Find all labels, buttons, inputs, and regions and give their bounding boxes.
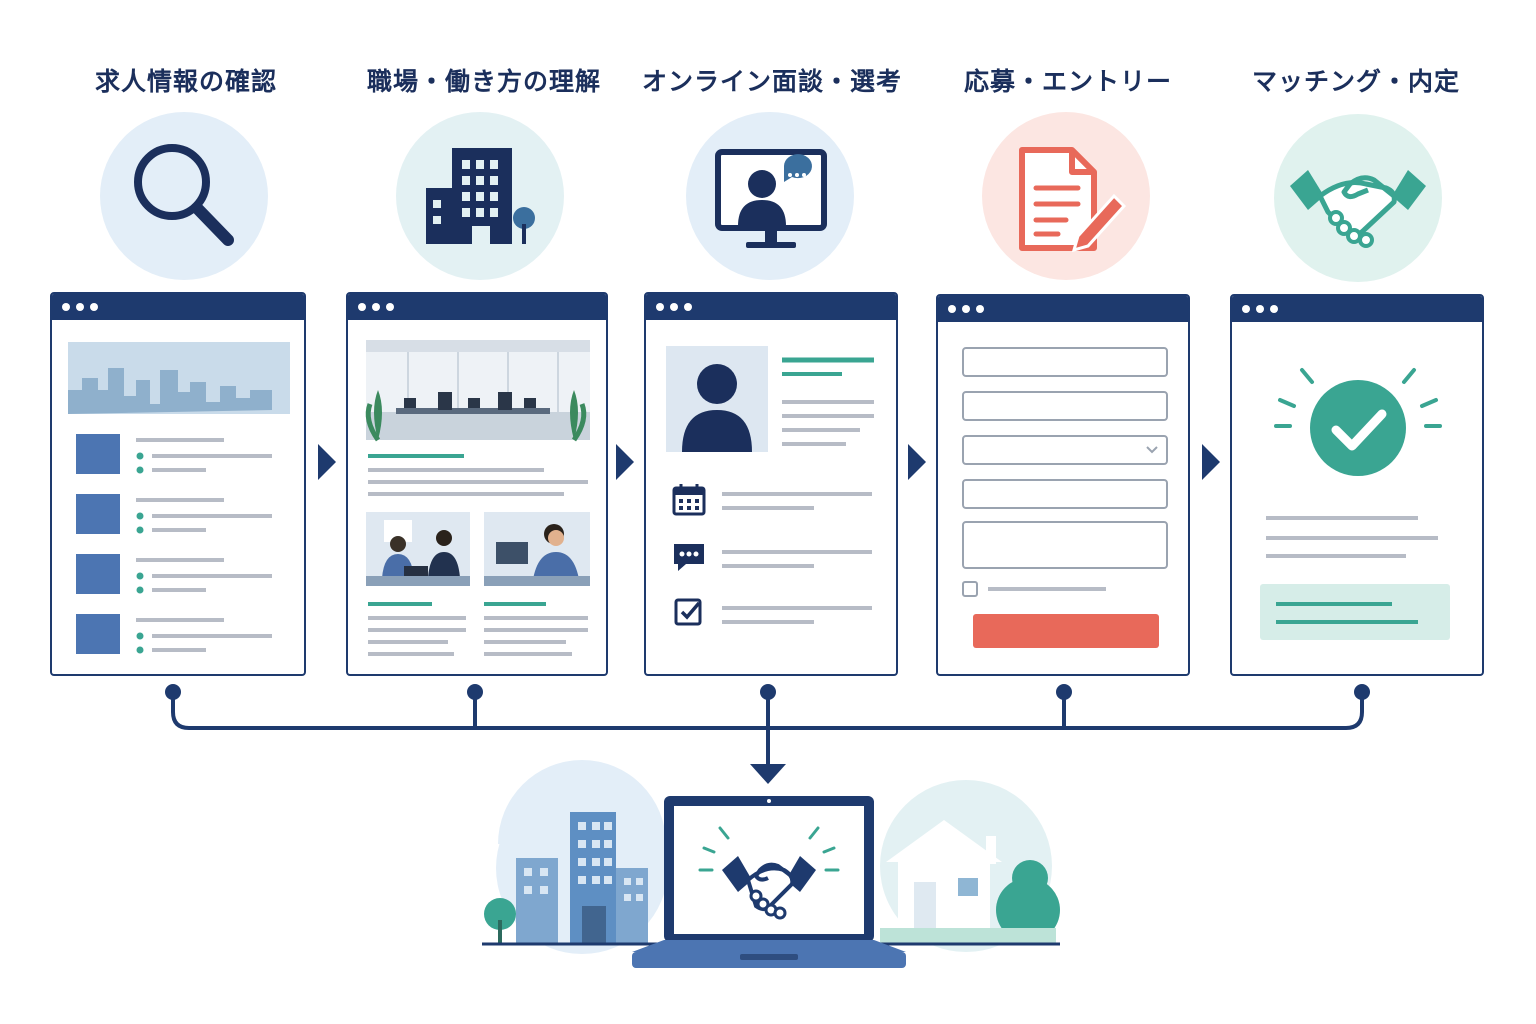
search-icon	[100, 112, 268, 280]
step-title-1: 求人情報の確認	[94, 67, 277, 96]
step-title-5: マッチング・内定	[1251, 67, 1460, 96]
window-title-bar	[938, 296, 1188, 322]
down-arrow	[750, 764, 786, 784]
calendar-icon	[672, 484, 706, 516]
flow-arrow-4	[1202, 444, 1220, 480]
window-title-bar	[52, 294, 304, 320]
chat-bubble-icon	[674, 544, 704, 571]
laptop-handshake-illustration	[632, 796, 906, 968]
step-title-2: 職場・働き方の理解	[366, 67, 601, 96]
document-pen-icon	[982, 112, 1150, 280]
flow-arrow-1	[318, 444, 336, 480]
workplace-window	[346, 292, 608, 676]
house-illustration	[876, 780, 1060, 952]
connector-lines	[171, 692, 1364, 768]
office-building-icon	[396, 112, 564, 280]
flow-arrow-3	[908, 444, 926, 480]
window-title-bar	[348, 294, 606, 320]
flow-arrow-2	[616, 444, 634, 480]
city-illustration	[482, 760, 680, 954]
window-title-bar	[646, 294, 896, 320]
entry-form-window	[936, 294, 1190, 676]
handshake-icon	[1274, 114, 1442, 282]
video-call-icon	[686, 112, 854, 280]
job-list-items	[76, 434, 272, 654]
checkbox-checked-icon	[674, 598, 702, 626]
window-title-bar	[1232, 296, 1482, 322]
handshake-icon	[722, 856, 816, 920]
check-circle-icon	[1310, 380, 1406, 476]
step-title-4: 応募・エントリー	[963, 67, 1172, 96]
job-listing-window	[50, 292, 306, 676]
interview-profile-window	[644, 292, 898, 676]
matching-success-window	[1230, 294, 1484, 676]
step-title-3: オンライン面談・選考	[641, 67, 902, 96]
